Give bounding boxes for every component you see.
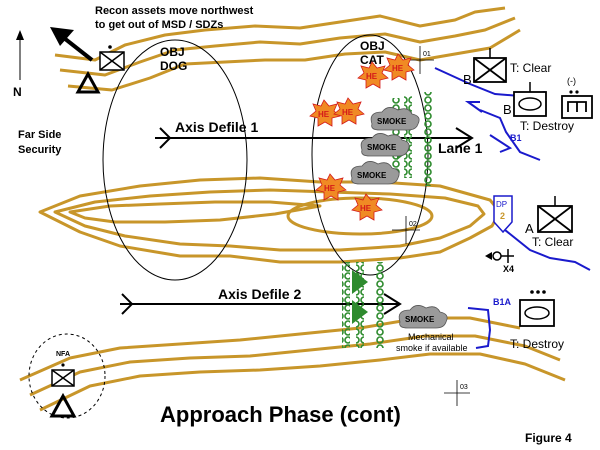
blue-boundary-a <box>499 225 591 271</box>
he-label-6: HE <box>360 204 372 213</box>
far-side-security-line2: Security <box>18 144 62 156</box>
unit-size-paren: (-) <box>567 76 576 86</box>
dp-2-marker: DP 2 <box>493 195 513 234</box>
unit-engineer-section: (-) <box>561 76 593 119</box>
he-burst-2: HE <box>383 53 415 81</box>
x4-label: X4 <box>503 264 514 274</box>
north-label: N <box>13 85 22 99</box>
he-label-1: HE <box>366 72 378 81</box>
checkpoint-02: 02 <box>392 216 420 244</box>
unit-b-armor-mid <box>513 82 547 117</box>
he-label-5: HE <box>324 184 336 193</box>
north-arrow: N <box>13 30 24 99</box>
t-clear-top-label: T: Clear <box>510 61 551 75</box>
axis-defile-2-label: Axis Defile 2 <box>218 286 301 302</box>
blue-boundary-b1 <box>479 109 541 161</box>
graphic-b1a-label: B1A <box>493 297 512 307</box>
b1-fire-arrow-2 <box>489 134 513 153</box>
lane-1-label: Lane 1 <box>438 140 483 156</box>
he-burst-6: HE <box>351 193 383 221</box>
axis-defile-1 <box>155 127 474 149</box>
ridge-contour-north-mid <box>59 16 516 77</box>
he-label-2: HE <box>392 64 404 73</box>
checkpoint-03-label: 03 <box>460 384 468 391</box>
unit-armor-bottom <box>519 290 555 327</box>
obj-dog-area <box>102 39 248 281</box>
b1-fire-arrow <box>464 101 483 113</box>
nfa-area <box>28 333 106 419</box>
checkpoint-01-label: 01 <box>423 51 431 58</box>
ridge-contour-north-inner <box>67 28 521 92</box>
t-clear-a-label: T: Clear <box>532 235 573 249</box>
he-burst-3: HE <box>309 99 341 127</box>
recon-note-line1: Recon assets move northwest <box>95 5 254 17</box>
dp-label-line2: 2 <box>500 211 505 221</box>
unit-a-label: A <box>525 221 534 236</box>
blue-graphics-south <box>467 225 591 349</box>
smoke-cloud-mechanical: SMOKE <box>398 305 448 329</box>
he-label-4: HE <box>342 108 354 117</box>
checkpoint-01: 01 <box>406 46 434 74</box>
obj-cat-label-line2: CAT <box>360 53 384 67</box>
dp-label-line1: DP <box>496 200 507 209</box>
he-burst-4: HE <box>333 97 365 125</box>
smoke-label-1: SMOKE <box>377 117 407 126</box>
smoke-label-mechanical: SMOKE <box>405 315 435 324</box>
checkpoint-02-label: 02 <box>409 221 417 228</box>
blue-boundary-b1a <box>467 307 492 349</box>
he-burst-5: HE <box>315 173 347 201</box>
unit-b-infantry-top <box>473 48 507 83</box>
nfa-recon-unit <box>49 363 77 418</box>
ridge-contour-south-inner <box>39 352 566 412</box>
hilltop-contour-02 <box>286 196 434 236</box>
figure-label: Figure 4 <box>525 431 572 445</box>
valley-contour-outer <box>38 176 502 264</box>
checkpoint-03: 03 <box>444 380 470 406</box>
unit-b-mid-label: B <box>503 102 512 117</box>
terrain-contours <box>19 6 566 412</box>
recon-note-line2: to get out of MSD / SDZs <box>95 19 223 31</box>
t-destroy-bottom-label: T: Destroy <box>510 337 564 351</box>
smoke-label-3: SMOKE <box>357 171 387 180</box>
unit-b-top-label: B <box>463 72 472 87</box>
smoke-label-2: SMOKE <box>367 143 397 152</box>
valley-contour-inner <box>68 200 322 224</box>
smoke-cloud-2: SMOKE <box>360 133 410 157</box>
nfa-label: NFA <box>56 351 70 358</box>
smoke-cloud-1: SMOKE <box>370 107 420 131</box>
recon-unit-symbol <box>75 45 125 94</box>
recon-move-arrow <box>50 27 94 62</box>
ridge-contour-south-mid <box>29 334 561 397</box>
he-label-3: HE <box>318 110 330 119</box>
mechanical-smoke-note-line2: smoke if available <box>396 343 468 353</box>
axis-defile-1-label: Axis Defile 1 <box>175 119 258 135</box>
diagram-title: Approach Phase (cont) <box>160 402 401 427</box>
ridge-contour-north-outer <box>54 6 506 62</box>
mechanical-smoke-note-line1: Mechanical <box>408 332 454 342</box>
obj-dog-label-line2: DOG <box>160 59 187 73</box>
obj-dog-label-line1: OBJ <box>160 45 185 59</box>
x4-marker: X4 <box>485 249 514 274</box>
smoke-cloud-3: SMOKE <box>350 161 400 185</box>
far-side-security-line1: Far Side <box>18 129 61 141</box>
obstacle-belt-south <box>342 262 384 348</box>
t-destroy-top-label: T: Destroy <box>520 119 574 133</box>
graphic-b1-label: B1 <box>510 133 522 143</box>
obj-cat-label-line1: OBJ <box>360 39 385 53</box>
unit-a-infantry <box>537 196 573 233</box>
he-burst-1: HE <box>357 61 389 89</box>
valley-contour-mid <box>53 188 486 252</box>
